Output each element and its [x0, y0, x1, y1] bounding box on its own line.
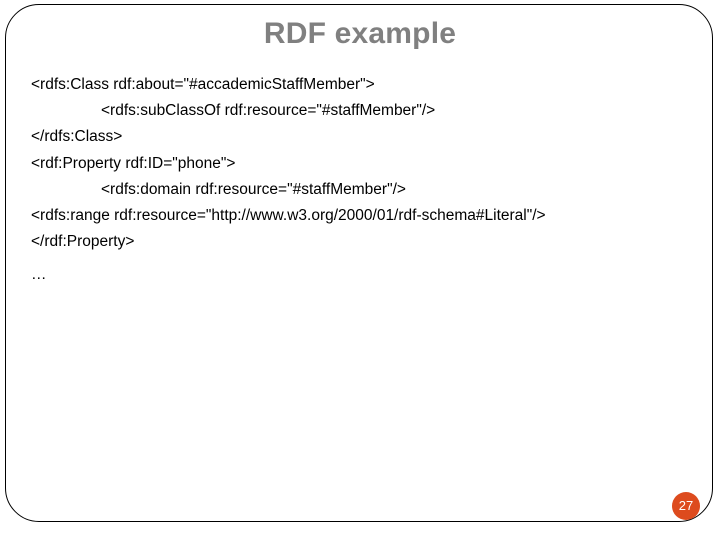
code-line: <rdfs:range rdf:resource="http://www.w3.…	[31, 207, 546, 225]
page-number-badge: 27	[672, 492, 700, 520]
code-line: </rdfs:Class>	[31, 128, 123, 146]
code-line: <rdfs:subClassOf rdf:resource="#staffMem…	[101, 102, 436, 120]
page-title: RDF example	[263, 17, 457, 50]
rdf-code-block: <rdfs:Class rdf:about="#accademicStaffMe…	[31, 72, 679, 289]
code-line-ellipsis: …	[31, 266, 48, 284]
code-line: </rdf:Property>	[31, 233, 135, 251]
code-line: <rdfs:Class rdf:about="#accademicStaffMe…	[31, 76, 375, 93]
code-line: <rdfs:domain rdf:resource="#staffMember"…	[101, 180, 406, 198]
code-line: <rdf:Property rdf:ID="phone">	[31, 154, 236, 172]
